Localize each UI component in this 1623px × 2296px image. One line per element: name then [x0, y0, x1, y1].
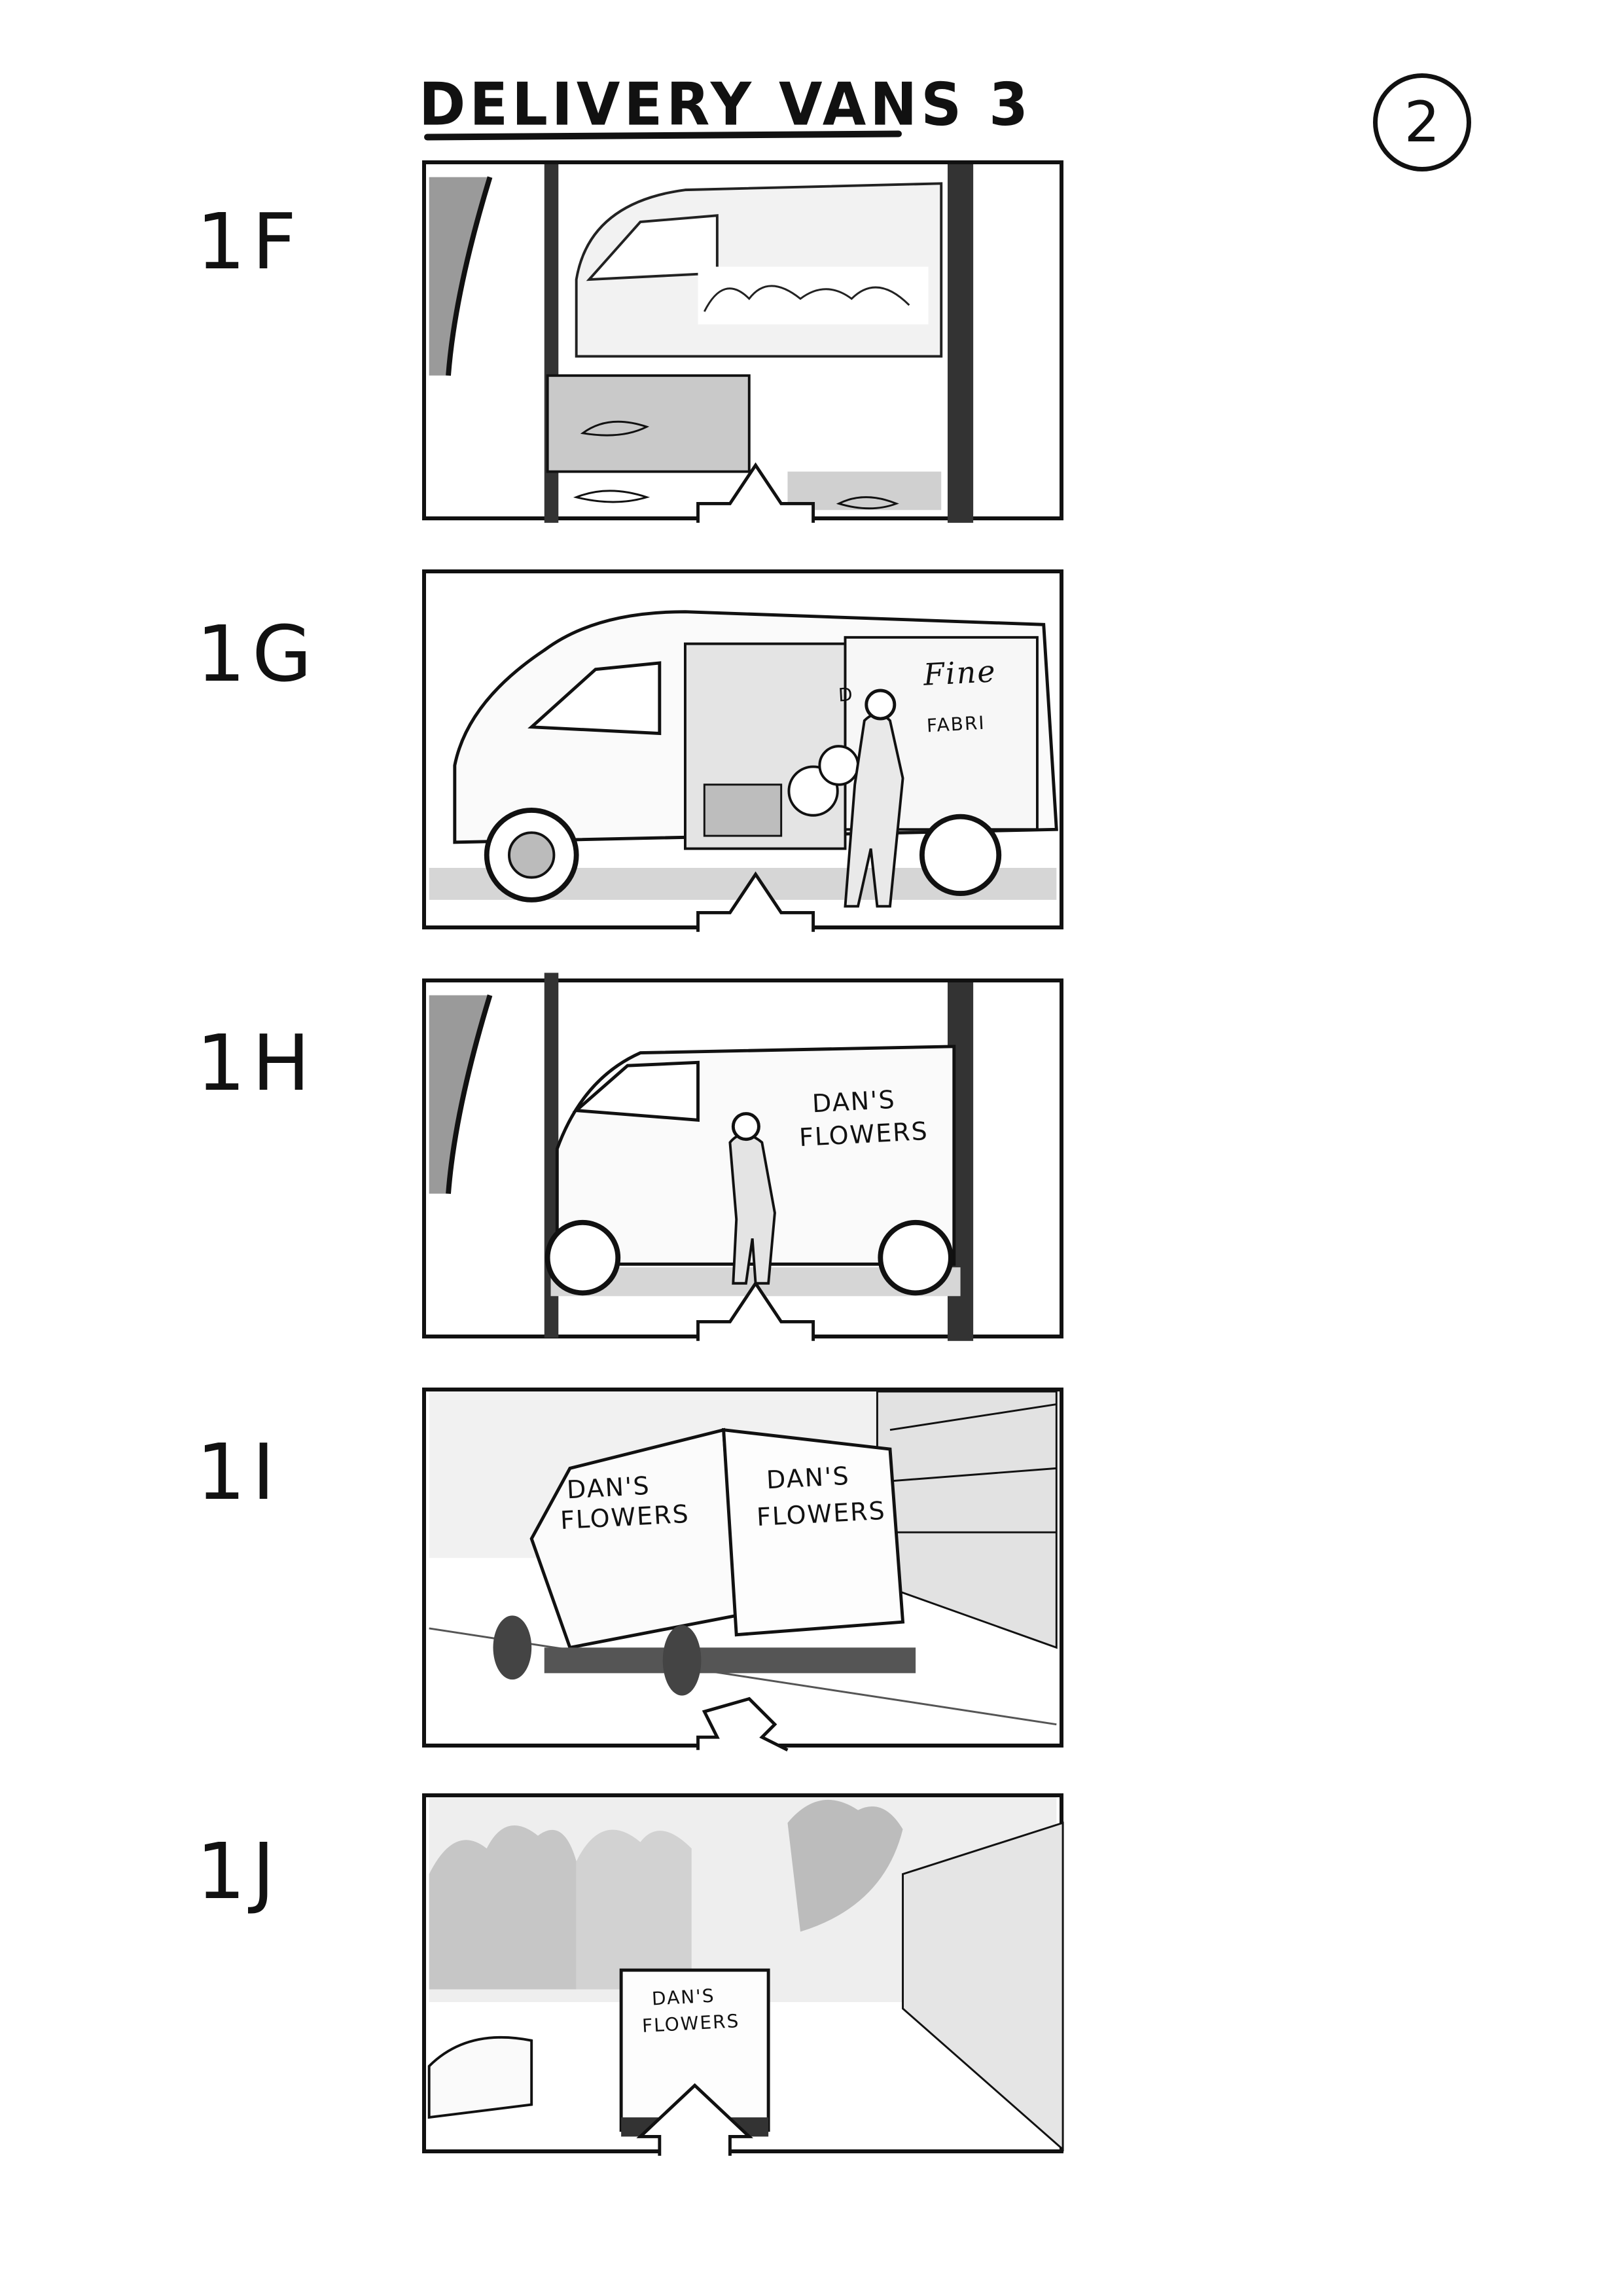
- side-sign-line1: DAN'S: [565, 1471, 651, 1505]
- storyboard-panel-1j: DAN'S FLOWERS: [422, 1793, 1064, 2156]
- shot-label-1f: 1F: [196, 196, 303, 287]
- rear-sign-line1: DAN'S: [651, 1984, 716, 2010]
- inner-van-sign: D: [838, 683, 855, 706]
- panel-1i-sketch: [429, 1390, 1058, 1751]
- page-title: DELIVERY VANS 3: [419, 70, 1032, 139]
- shot-label-1i: 1I: [196, 1427, 281, 1517]
- storyboard-panel-1i: DAN'S FLOWERS DAN'S FLOWERS: [422, 1388, 1063, 1751]
- panel-1f-sketch: [429, 164, 974, 523]
- shot-label-1h: 1H: [196, 1018, 317, 1108]
- van-sign-line1: Fine: [922, 653, 997, 692]
- shot-label-1g: 1G: [196, 609, 319, 699]
- storyboard-panel-1f: [422, 160, 1063, 523]
- van-sign-line2: FABRI: [926, 711, 986, 737]
- panel-1h-sketch: [429, 973, 974, 1341]
- panel-1g-sketch: [429, 610, 1058, 932]
- rear-sign-line1: DAN'S: [765, 1461, 851, 1495]
- van-sign-line1: DAN'S: [811, 1085, 897, 1119]
- shot-label-1j: 1J: [196, 1826, 281, 1916]
- page-number-badge: 2: [1373, 73, 1471, 171]
- panel-1j-sketch: [427, 1797, 1064, 2156]
- storyboard-panel-1h: DAN'S FLOWERS: [422, 973, 1063, 1341]
- storyboard-panel-1g: Fine FABRI D: [422, 569, 1063, 932]
